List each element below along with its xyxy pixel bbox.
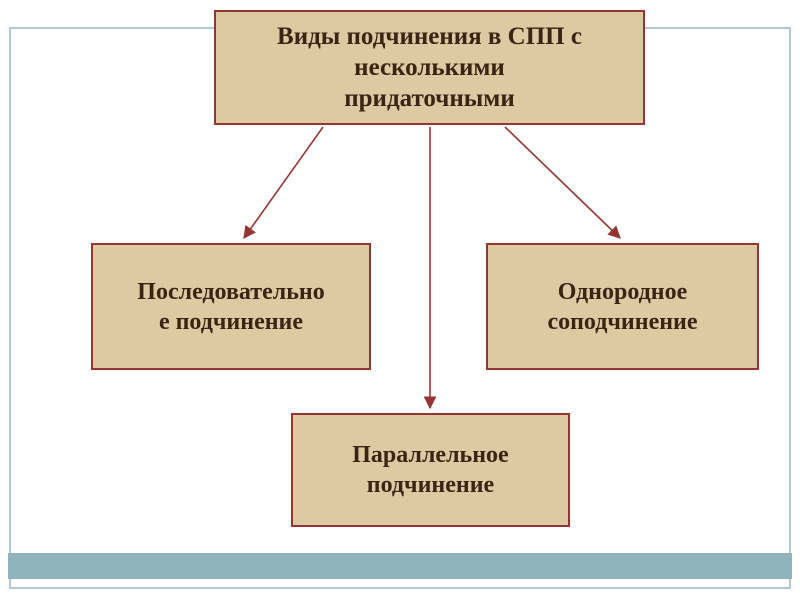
title-line: Виды подчинения в СПП с bbox=[277, 22, 582, 50]
box-label-line: Последовательно bbox=[137, 278, 325, 305]
box-label-line: е подчинение bbox=[158, 308, 304, 335]
box-sequential-subordination: Последовательно е подчинение bbox=[91, 243, 371, 370]
box-homogeneous-subordination: Однородное соподчинение bbox=[486, 243, 759, 370]
box-label-line: соподчинение bbox=[547, 308, 698, 335]
title-line: несколькими bbox=[354, 53, 505, 81]
title-box: Виды подчинения в СПП с несколькими прид… bbox=[214, 10, 645, 125]
box-label-line: Однородное bbox=[557, 278, 688, 305]
box-label-line: подчинение bbox=[366, 472, 495, 498]
box-label-line: Параллельное bbox=[352, 442, 509, 468]
bottom-accent-bar bbox=[8, 553, 792, 579]
title-line: придаточными bbox=[344, 85, 515, 113]
box-parallel-subordination: Параллельное подчинение bbox=[291, 413, 570, 527]
